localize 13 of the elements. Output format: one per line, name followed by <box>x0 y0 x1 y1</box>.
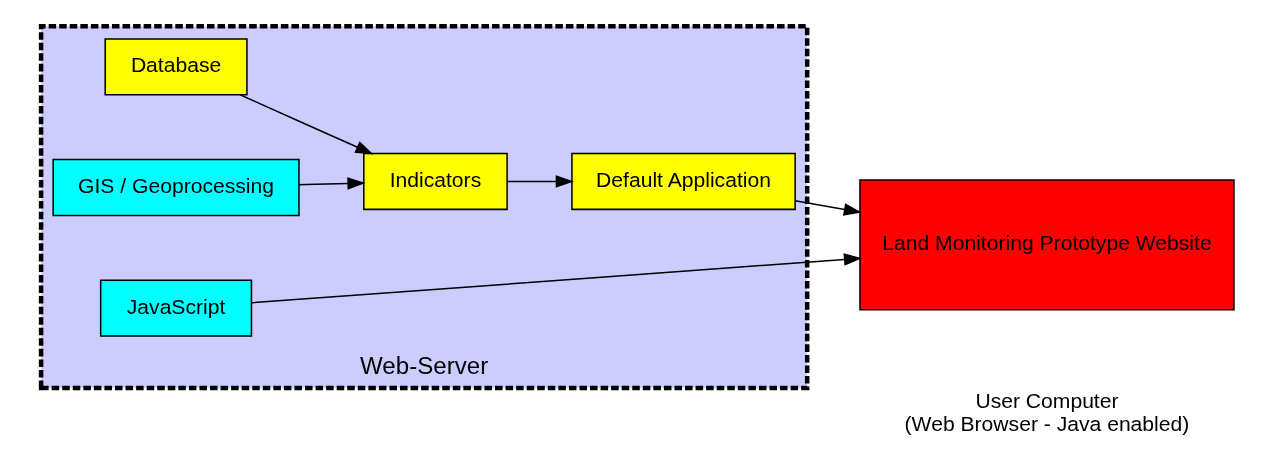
arrow <box>505 175 574 188</box>
node-box: Land Monitoring Prototype Website <box>858 179 1235 311</box>
arrow <box>250 253 862 304</box>
arrow <box>297 177 365 190</box>
node-label: (Web Browser - Java enabled) <box>904 411 1189 435</box>
node-box: Indicators <box>362 152 508 211</box>
node-box: GIS / Geoprocessing <box>51 158 300 217</box>
node-box: Default Application <box>570 152 796 211</box>
node-box: JavaScript <box>99 279 252 337</box>
arrow <box>239 94 374 155</box>
node-label: User Computer <box>974 388 1119 412</box>
node-box: Database <box>103 38 248 96</box>
arrow <box>793 200 862 216</box>
